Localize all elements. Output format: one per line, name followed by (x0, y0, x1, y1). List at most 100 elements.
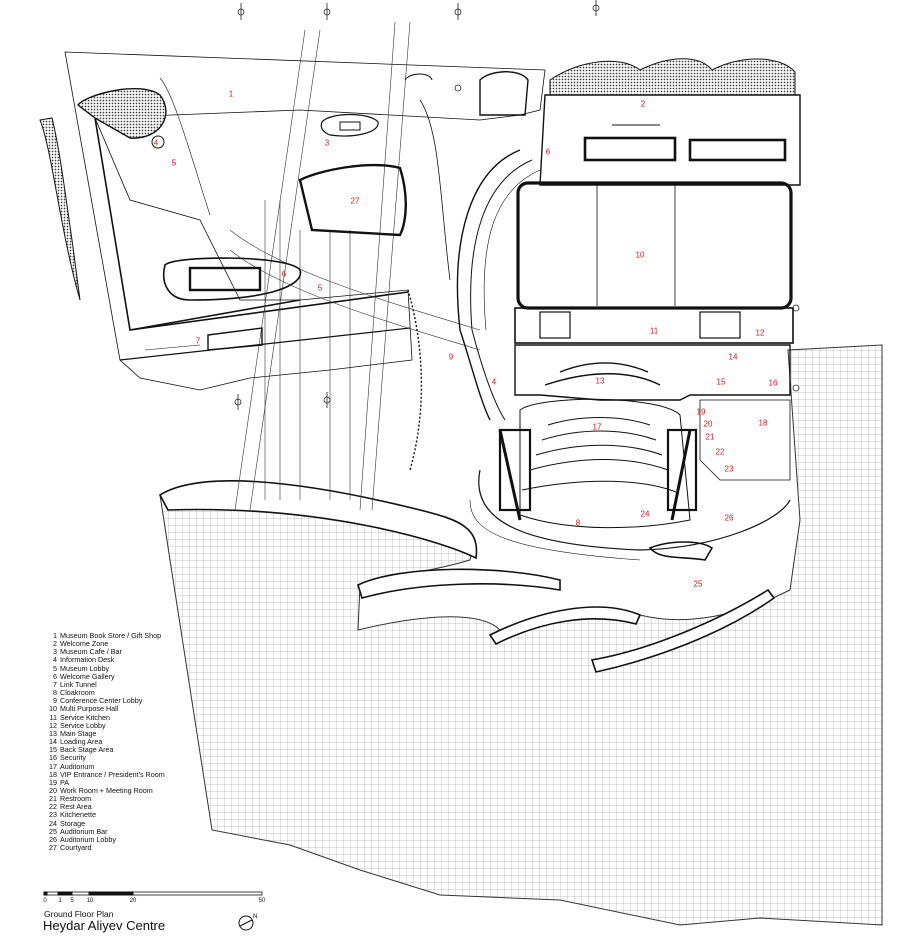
legend-room-name: Storage (60, 818, 86, 828)
scale-tick-label: 10 (86, 898, 94, 904)
room-label-14: 14 (728, 352, 738, 362)
legend-number: 12 (49, 720, 57, 730)
scale-tick-label: 0 (43, 898, 47, 904)
room-label-25: 25 (693, 579, 703, 589)
plan-subtitle: Ground Floor Plan (44, 909, 114, 919)
legend-room-name: PA (60, 777, 70, 787)
legend-room-name: Main Stage (60, 728, 97, 738)
room-label-13: 13 (595, 376, 605, 386)
legend-room-name: Museum Cafe / Bar (60, 647, 122, 657)
scale-tick-label: 5 (70, 898, 74, 904)
room-label-23: 23 (724, 464, 734, 474)
conference-lobby (407, 99, 541, 471)
scale-tick-label: 20 (129, 898, 137, 904)
room-label-7: 7 (195, 336, 201, 346)
legend-room-name: Auditorium Lobby (60, 834, 116, 844)
room-label-6: 6 (545, 147, 551, 157)
legend-number: 2 (53, 639, 57, 649)
room-label-3: 3 (324, 138, 330, 148)
legend-number: 27 (49, 843, 57, 853)
legend-room-name: Auditorium Bar (60, 826, 108, 836)
legend-number: 11 (49, 712, 57, 722)
room-label-12: 12 (755, 328, 765, 338)
legend-room-name: Back Stage Area (60, 745, 114, 755)
room-label-4: 4 (153, 138, 159, 148)
legend-number: 20 (49, 785, 57, 795)
legend-number: 14 (49, 737, 57, 747)
legend-room-name: Multi Purpose Hall (60, 704, 119, 714)
legend-room-name: Courtyard (60, 843, 92, 853)
room-label-10: 10 (635, 250, 645, 260)
scale-tick-label: 50 (258, 898, 266, 904)
room-label-8: 8 (575, 518, 581, 528)
legend-number: 24 (49, 818, 57, 828)
plan-title: Heydar Aliyev Centre (43, 918, 166, 933)
legend-room-name: Welcome Gallery (60, 671, 115, 681)
room-label-11: 11 (649, 326, 659, 336)
legend-number: 9 (53, 696, 57, 706)
room-label-26: 26 (724, 513, 734, 523)
legend-number: 6 (53, 671, 57, 681)
legend-room-name: Service Kitchen (60, 712, 110, 722)
legend-number: 26 (49, 834, 57, 844)
legend-number: 15 (49, 745, 57, 755)
legend-number: 17 (49, 761, 57, 771)
room-label-17: 17 (592, 422, 602, 432)
legend-number: 19 (49, 777, 57, 787)
room-label-5: 5 (171, 158, 177, 168)
legend-number: 8 (53, 688, 57, 698)
auditorium-block (469, 344, 791, 561)
legend-number: 22 (49, 802, 57, 812)
legend-number: 4 (53, 655, 57, 665)
legend-room-name: Service Lobby (60, 720, 106, 730)
scale-bar (43, 891, 263, 896)
room-label-21: 21 (705, 432, 715, 442)
room-label-18: 18 (758, 418, 768, 428)
legend-room-name: Link Tunnel (60, 679, 97, 689)
legend-room-name: Rest Area (60, 802, 92, 812)
legend-room-name: Security (60, 753, 86, 763)
multi-purpose-hall (514, 181, 794, 344)
legend-number: 3 (53, 647, 57, 657)
legend-number: 1 (53, 631, 57, 640)
legend-room-name: Work Room + Meeting Room (60, 785, 153, 795)
room-label-20: 20 (703, 419, 713, 429)
legend-room-name: Information Desk (60, 655, 115, 665)
legend-room-name: Conference Center Lobby (60, 696, 143, 706)
legend-room-name: Auditorium (60, 761, 95, 771)
legend-room-name: Museum Book Store / Gift Shop (60, 631, 162, 640)
room-label-9: 9 (448, 352, 454, 362)
building-outline (39, 51, 546, 391)
legend-room-name: Cloakroom (60, 688, 95, 698)
north-label: N (253, 914, 257, 920)
legend-room-name: Loading Area (60, 737, 103, 747)
room-label-4: 4 (491, 377, 497, 387)
room-label-24: 24 (640, 509, 650, 519)
link-tunnel-lines (229, 21, 481, 511)
legend-number: 23 (49, 810, 57, 820)
